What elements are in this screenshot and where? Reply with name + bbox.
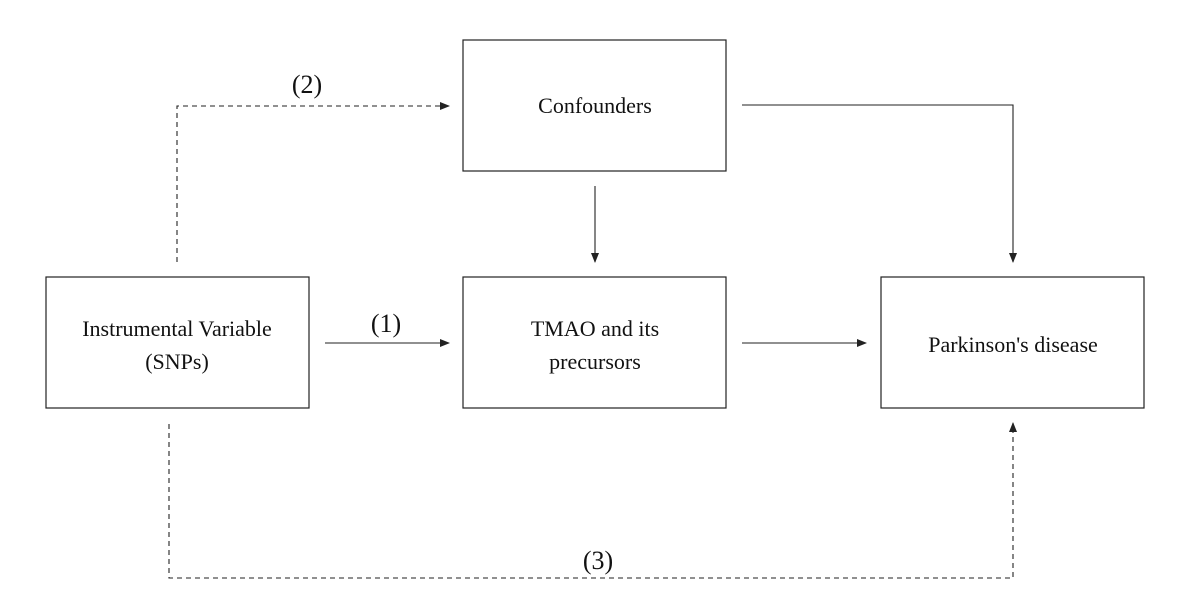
path2-label: (2) [292,70,322,99]
path3-label: (3) [583,546,613,575]
exposure-node: TMAO and its precursors [462,276,727,409]
instrumental-variable-node: Instrumental Variable (SNPs) [45,276,310,409]
confounders-label: Confounders [538,93,652,118]
confounders-box [462,39,727,172]
path3-arrow [168,422,1017,579]
instrumental-variable-box [45,276,310,409]
confounders-node: Confounders [462,39,727,172]
exposure-box [462,276,727,409]
exposure-label-line1: TMAO and its [531,316,659,341]
outcome-node: Parkinson's disease [880,276,1145,409]
path1-label: (1) [371,309,401,338]
path2-arrow [176,102,450,262]
exposure-label-line2: precursors [549,349,641,374]
instrumental-variable-label-line2: (SNPs) [145,349,209,374]
instrumental-variable-label-line1: Instrumental Variable [82,316,272,341]
parkinsons-disease-label: Parkinson's disease [928,332,1098,357]
parkinsons-disease-box [880,276,1145,409]
confounders-to-outcome-arrow [742,104,1017,263]
